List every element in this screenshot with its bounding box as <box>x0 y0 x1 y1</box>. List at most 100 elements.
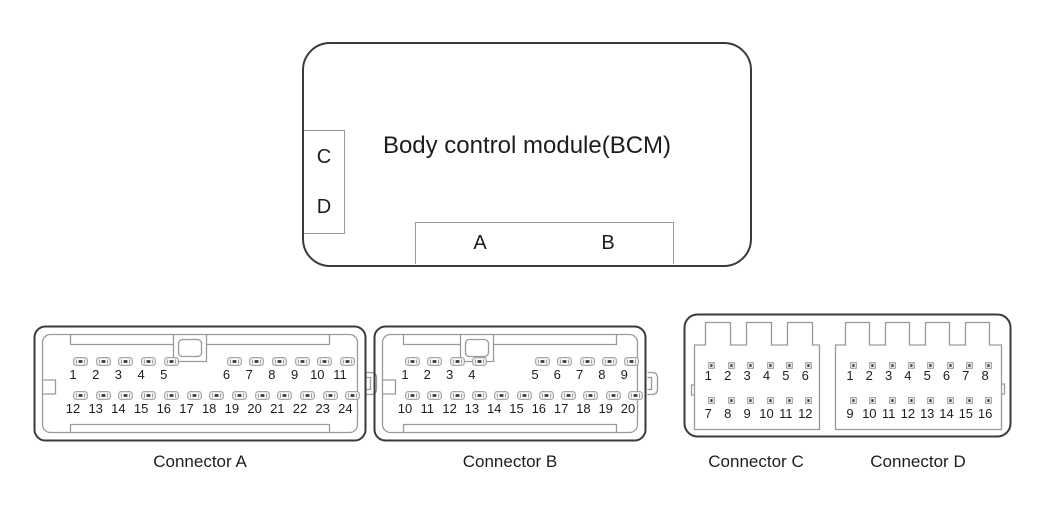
connector-c-left-notch <box>690 384 695 396</box>
pin-number: 10 <box>759 406 774 421</box>
pin-number: 12 <box>798 406 813 421</box>
connector-a-top-shelf-left <box>69 335 173 346</box>
pin-number: 4 <box>468 367 476 382</box>
pin-number: 6 <box>222 367 231 382</box>
bcm-cavity-c: C <box>304 130 345 184</box>
pin-number: 15 <box>958 406 974 421</box>
pin-number: 14 <box>939 406 954 421</box>
pin-number: 6 <box>801 368 809 383</box>
pin-number: 2 <box>423 367 431 382</box>
pin-number: 9 <box>290 367 299 382</box>
pin-number: 1 <box>846 368 854 383</box>
connector-a-latch-tab <box>172 335 208 363</box>
pin-number: 19 <box>598 401 613 416</box>
connector-a-right-clip-inner <box>366 376 372 391</box>
pin-number: 8 <box>598 367 606 382</box>
connector-b-inner-outline <box>381 333 639 434</box>
pin-number: 15 <box>133 401 149 416</box>
connector-a-caption: Connector A <box>153 452 247 471</box>
pin-number: 4 <box>904 368 912 383</box>
pin-number: 5 <box>531 367 539 382</box>
pin-number: 18 <box>201 401 217 416</box>
pin-number: 3 <box>114 367 123 382</box>
bcm-cavity-b-label: B <box>601 232 615 254</box>
pin-number: 14 <box>486 401 502 416</box>
pin-number: 2 <box>724 368 732 383</box>
pin-number: 10 <box>310 367 325 382</box>
pin-number: 12 <box>65 401 81 416</box>
bcm-title: Body control module(BCM) <box>382 132 672 159</box>
bcm-cavity-c-label: C <box>316 145 332 168</box>
pin-number: 2 <box>92 367 100 382</box>
connector-a-latch-tab-inner <box>177 338 203 358</box>
connector-b-right-clip <box>647 371 659 396</box>
pin-number: 16 <box>977 406 993 421</box>
pin-number: 11 <box>881 406 896 421</box>
connector-d-body-outline <box>834 321 1003 431</box>
bcm-cavity-a: A <box>415 222 545 264</box>
pin-number: 16 <box>531 401 547 416</box>
pin-number: 16 <box>156 401 172 416</box>
connector-b-caption: Connector B <box>462 452 558 471</box>
connector-a-inner-outline <box>41 333 359 434</box>
pin-number: 18 <box>576 401 591 416</box>
pin-number: 4 <box>762 368 771 383</box>
pin-number: 5 <box>923 368 931 383</box>
pin-number: 11 <box>420 401 435 416</box>
pin-number: 8 <box>724 406 732 421</box>
pin-number: 20 <box>247 401 262 416</box>
connector-a-shell <box>33 325 378 442</box>
pin-number: 10 <box>862 406 877 421</box>
pin-number: 13 <box>919 406 935 421</box>
pin-number: 14 <box>111 401 126 416</box>
pin-number: 17 <box>179 401 194 416</box>
pin-number: 7 <box>704 406 712 421</box>
pin-number: 7 <box>575 367 584 382</box>
connector-a-outer-outline <box>33 325 367 442</box>
pin-number: 3 <box>445 367 454 382</box>
pin-number: 24 <box>338 401 353 416</box>
connector-c-caption: Connector C <box>708 452 804 471</box>
connector-c-body-outline <box>693 321 821 431</box>
pin-number: 19 <box>224 401 240 416</box>
connector-b-outer-outline <box>373 325 647 442</box>
pin-number: 15 <box>509 401 524 416</box>
pin-number: 10 <box>397 401 413 416</box>
pin-number: 8 <box>981 368 989 383</box>
pin-number: 7 <box>245 367 253 382</box>
pin-number: 1 <box>704 368 712 383</box>
pin-number: 13 <box>464 401 480 416</box>
pin-number: 6 <box>553 367 561 382</box>
pin-number: 11 <box>779 406 793 421</box>
pin-number: 3 <box>743 368 751 383</box>
pin-number: 22 <box>292 401 308 416</box>
bcm-cavity-b: B <box>543 222 674 264</box>
pin-number: 4 <box>137 367 145 382</box>
pin-number: 1 <box>69 367 77 382</box>
connector-a-top-shelf-right <box>207 335 331 346</box>
pin-number: 6 <box>942 368 951 383</box>
pin-number: 9 <box>743 406 751 421</box>
connector-b-top-shelf-left <box>402 335 460 346</box>
pin-number: 13 <box>88 401 103 416</box>
pin-number: 5 <box>160 367 168 382</box>
bcm-cavity-d: D <box>304 182 345 234</box>
connector-b-left-notch <box>383 379 397 395</box>
connector-d-right-notch <box>1001 383 1006 395</box>
connector-b-right-clip-inner <box>647 376 653 391</box>
pin-number: 5 <box>782 368 790 383</box>
bcm-module-outline <box>302 42 752 267</box>
pin-number: 8 <box>268 367 276 382</box>
pin-number: 1 <box>401 367 409 382</box>
pin-number: 3 <box>884 368 893 383</box>
pin-number: 11 <box>333 367 347 382</box>
pin-number: 7 <box>962 368 970 383</box>
pin-number: 12 <box>900 406 916 421</box>
connector-a-bottom-shelf <box>69 423 331 432</box>
pin-number: 20 <box>620 401 636 416</box>
connector-b-top-shelf-right <box>494 335 618 346</box>
pin-number: 21 <box>270 401 285 416</box>
bcm-cavity-d-label: D <box>316 196 332 218</box>
